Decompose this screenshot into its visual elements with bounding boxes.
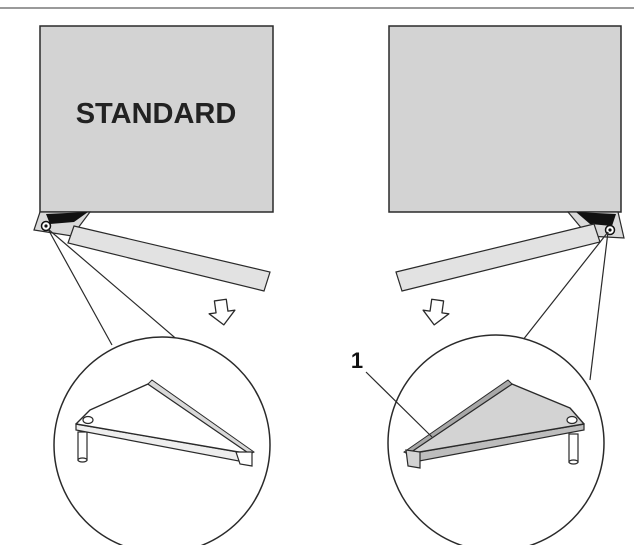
right-hinge-plate-detail <box>403 379 585 469</box>
right-assembly: 1 <box>351 25 625 545</box>
right-down-arrow-icon <box>422 298 450 326</box>
left-hinge-dark <box>46 212 88 224</box>
left-hinge-plate-detail <box>75 379 255 467</box>
callout-leader-line <box>365 371 433 438</box>
standard-label: STANDARD <box>76 98 237 130</box>
right-zoom-line-b <box>589 231 609 381</box>
right-hinge-dark <box>576 212 616 226</box>
left-down-arrow-icon <box>208 298 236 326</box>
left-door-bar <box>67 225 271 292</box>
right-zoom-line-a <box>514 231 609 351</box>
left-door-panel <box>39 25 274 213</box>
left-assembly: STANDARD <box>33 25 274 545</box>
left-zoom-line-a <box>47 228 113 346</box>
callout-number-label: 1 <box>351 348 363 373</box>
right-door-panel <box>388 25 622 213</box>
